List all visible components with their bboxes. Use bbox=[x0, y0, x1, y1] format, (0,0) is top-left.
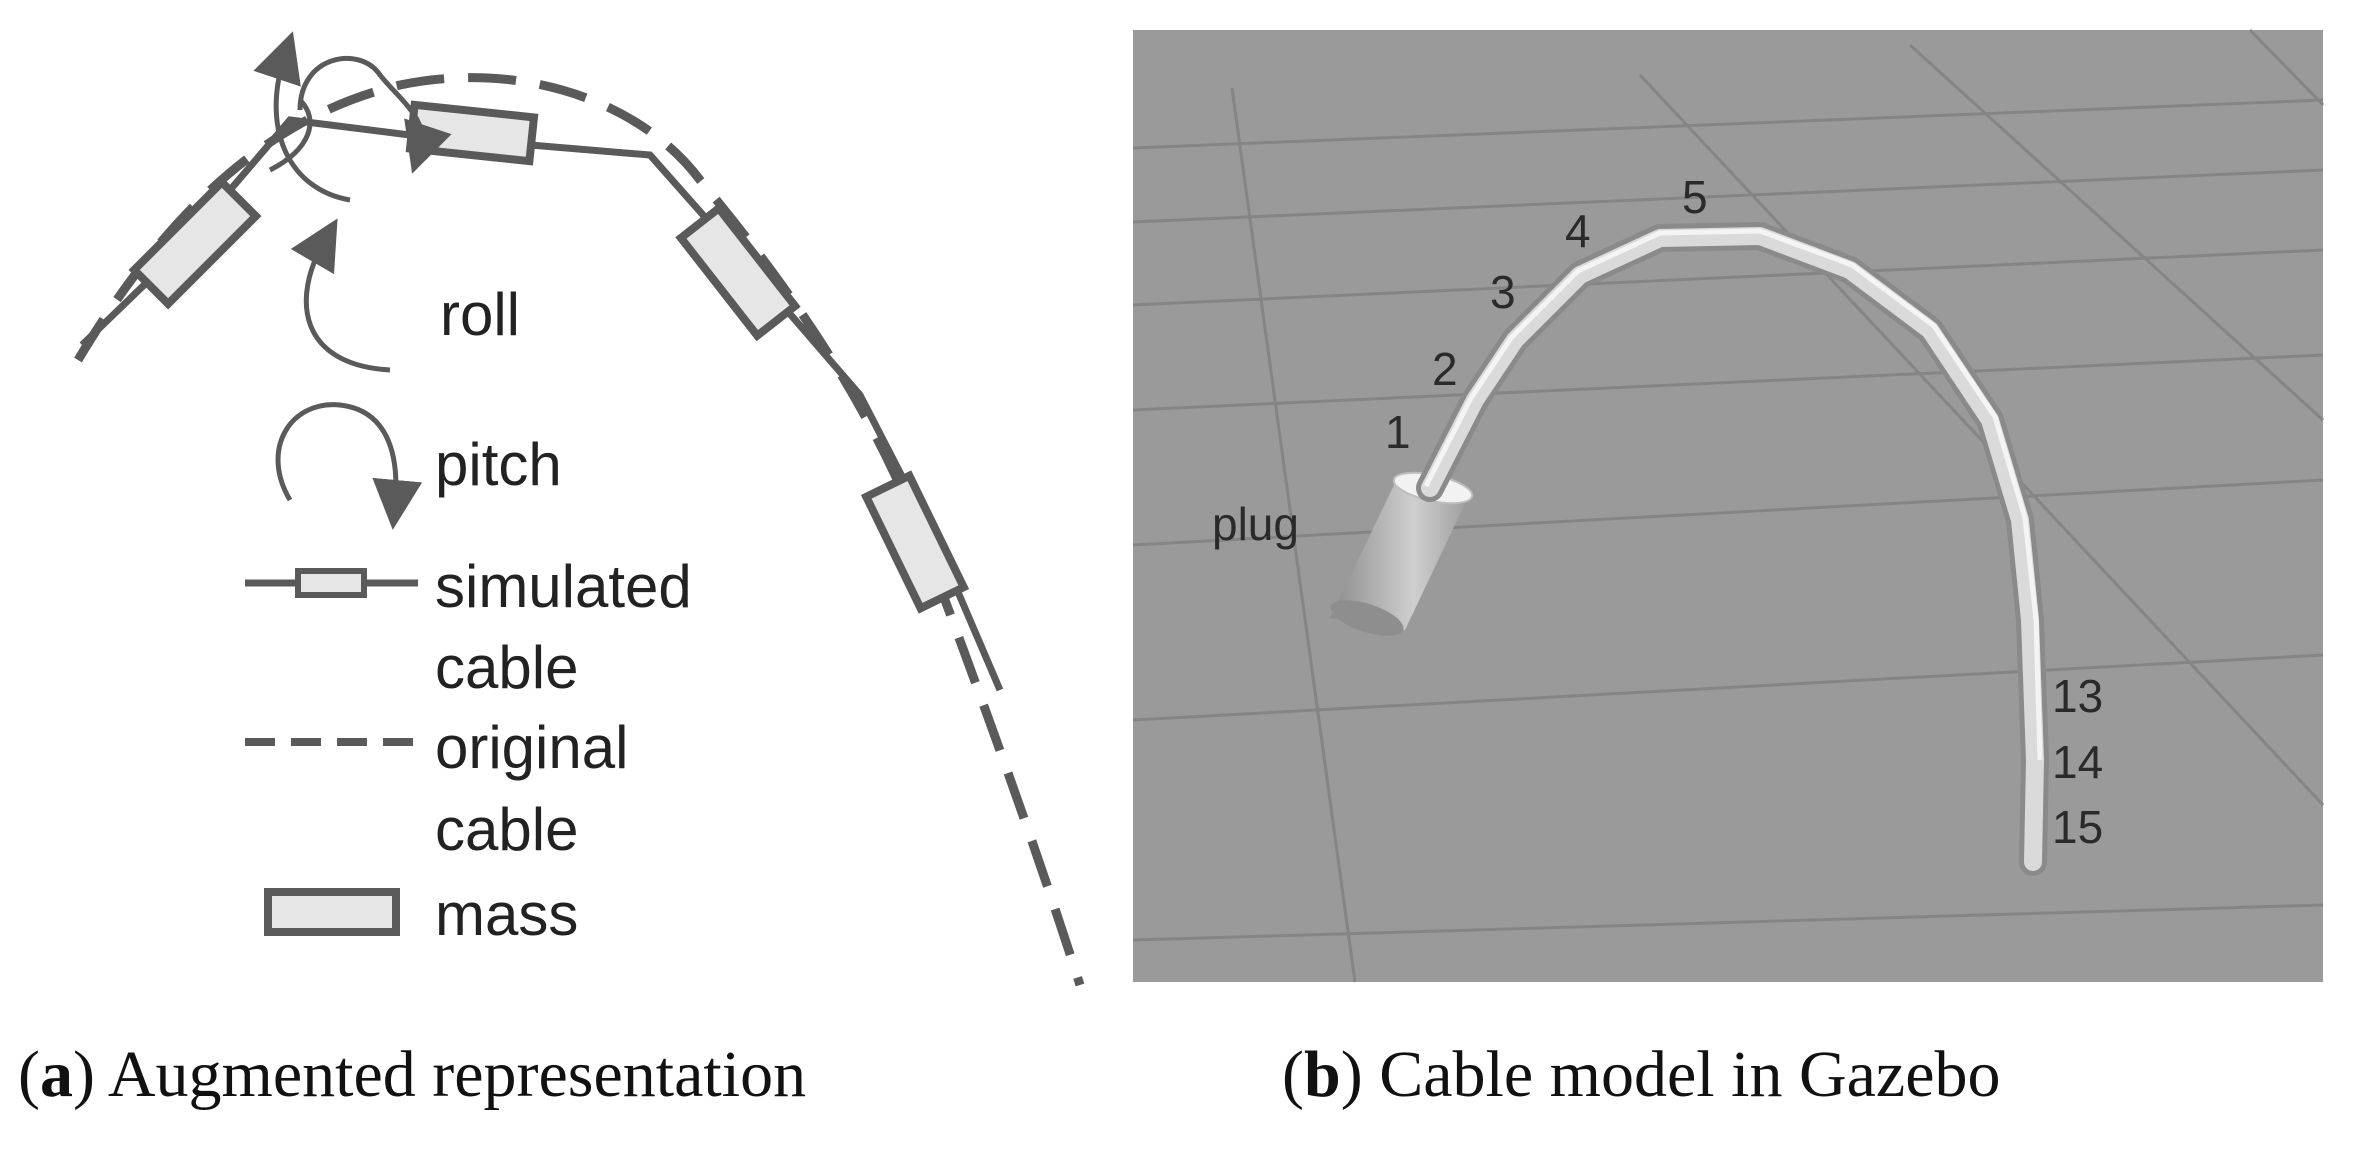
mass-block-1 bbox=[128, 176, 262, 310]
cable-model-highlight bbox=[1421, 227, 2044, 871]
simulated-cable-legend-label-2: cable bbox=[435, 634, 578, 701]
joint-pitch-arrow bbox=[297, 55, 452, 174]
cable-model-shine bbox=[1423, 228, 2043, 761]
mass-block-3 bbox=[675, 202, 801, 342]
caption-b: (b) Cable model in Gazebo bbox=[1282, 1038, 2001, 1111]
pitch-legend-label: pitch bbox=[435, 431, 562, 498]
panel-b-render: plug 1 2 3 4 5 13 14 15 bbox=[1132, 28, 2325, 983]
roll-legend-label: roll bbox=[440, 281, 520, 348]
joint-extra-arc bbox=[268, 98, 313, 173]
mass-legend-label: mass bbox=[435, 881, 578, 948]
pitch-legend-icon bbox=[275, 402, 423, 530]
caption-a-letter: a bbox=[39, 1038, 73, 1111]
mass-block-4 bbox=[860, 470, 970, 614]
plug-label: plug bbox=[1212, 498, 1299, 550]
simulated-cable-legend-icon bbox=[245, 568, 418, 598]
panel-a-diagram: roll pitch simulated cable original cabl… bbox=[74, 31, 1085, 987]
caption-a-text: Augmented representation bbox=[107, 1038, 807, 1111]
gazebo-floor bbox=[1133, 30, 2323, 982]
segment-label-13: 13 bbox=[2052, 670, 2103, 722]
simulated-cable-legend-label-1: simulated bbox=[435, 553, 692, 620]
joint-roll-arrow bbox=[253, 31, 351, 203]
roll-legend-icon bbox=[290, 218, 391, 373]
segment-label-3: 3 bbox=[1490, 266, 1516, 318]
segment-label-4: 4 bbox=[1565, 205, 1591, 257]
segment-label-14: 14 bbox=[2052, 736, 2103, 788]
mass-block-2 bbox=[405, 100, 539, 166]
caption-a: (a) Augmented representation bbox=[18, 1038, 807, 1111]
segment-label-2: 2 bbox=[1432, 343, 1458, 395]
mass-legend-icon bbox=[264, 888, 400, 936]
segment-label-15: 15 bbox=[2052, 801, 2103, 853]
original-cable-legend-label-2: cable bbox=[435, 796, 578, 863]
floor-grid bbox=[1132, 28, 2325, 983]
caption-b-text: Cable model in Gazebo bbox=[1379, 1038, 2001, 1111]
caption-b-letter: b bbox=[1303, 1038, 1341, 1111]
original-cable-legend-label-1: original bbox=[435, 714, 628, 781]
original-cable-curve bbox=[74, 73, 1085, 987]
segment-label-5: 5 bbox=[1682, 171, 1708, 223]
segment-label-1: 1 bbox=[1385, 406, 1411, 458]
